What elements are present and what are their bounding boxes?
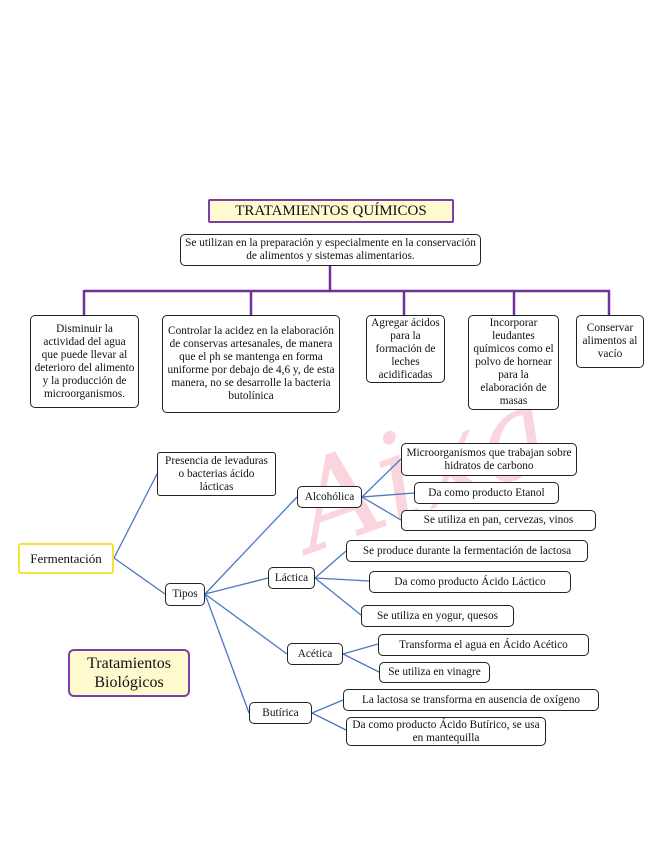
connector-but-2 bbox=[311, 712, 347, 731]
lactica-detail-2-text: Da como producto Ácido Láctico bbox=[394, 575, 546, 588]
lactica-detail-3: Se utiliza en yogur, quesos bbox=[361, 605, 514, 627]
connector-alc-2 bbox=[361, 492, 415, 498]
type-alcoholica: Alcohólica bbox=[297, 486, 362, 508]
fermentation-text: Fermentación bbox=[30, 550, 102, 566]
biological-title-text: Tratamientos Biológicos bbox=[87, 655, 171, 691]
purpose-node-4: Incorporar leudantes químicos como el po… bbox=[468, 315, 559, 410]
acetica-detail-1-text: Transforma el agua en Ácido Acético bbox=[399, 638, 568, 651]
lactica-detail-1-text: Se produce durante la fermentación de la… bbox=[362, 544, 572, 557]
main-title: TRATAMIENTOS QUÍMICOS bbox=[208, 199, 454, 223]
acetica-detail-2: Se utiliza en vinagre bbox=[379, 662, 490, 683]
type-lactica: Láctica bbox=[268, 567, 315, 589]
butirica-detail-1: La lactosa se transforma en ausencia de … bbox=[343, 689, 599, 711]
connector-ferm-tipos bbox=[113, 557, 166, 595]
purpose-node-3: Agregar ácidos para la formación de lech… bbox=[366, 315, 445, 383]
connector-tipos-butirica bbox=[204, 593, 250, 714]
connector-alc-3 bbox=[361, 496, 402, 521]
butirica-detail-1-text: La lactosa se transforma en ausencia de … bbox=[361, 693, 580, 706]
lactica-detail-3-text: Se utiliza en yogur, quesos bbox=[377, 609, 498, 622]
connector-tipos-acetica bbox=[204, 593, 288, 655]
purpose-text-5: Conservar alimentos al vacío bbox=[582, 322, 638, 360]
tipos-node: Tipos bbox=[165, 583, 205, 606]
alcoholica-detail-2: Da como producto Etanol bbox=[414, 482, 559, 504]
type-acetica: Acética bbox=[287, 643, 343, 665]
butirica-detail-2: Da como producto Ácido Butírico, se usa … bbox=[346, 717, 546, 746]
purpose-text-1: Disminuir la actividad del agua que pued… bbox=[34, 322, 135, 400]
alcoholica-detail-2-text: Da como producto Etanol bbox=[428, 486, 545, 499]
main-title-text: TRATAMIENTOS QUÍMICOS bbox=[235, 202, 427, 219]
connector-ace-2 bbox=[342, 653, 380, 673]
alcoholica-detail-3-text: Se utiliza en pan, cervezas, vinos bbox=[423, 514, 574, 526]
purpose-node-5: Conservar alimentos al vacío bbox=[576, 315, 644, 368]
presence-text: Presencia de levaduras o bacterias ácido… bbox=[165, 454, 268, 493]
connector-alc-1 bbox=[361, 458, 402, 498]
acetica-detail-1: Transforma el agua en Ácido Acético bbox=[378, 634, 589, 656]
connector-lac-2 bbox=[314, 577, 370, 582]
alcoholica-detail-1-text: Microorganismos que trabajan sobre hidra… bbox=[406, 446, 572, 472]
purpose-node-1: Disminuir la actividad del agua que pued… bbox=[30, 315, 139, 408]
butirica-detail-2-text: Da como producto Ácido Butírico, se usa … bbox=[352, 718, 540, 744]
purpose-text-2: Controlar la acidez en la elaboración de… bbox=[167, 325, 335, 402]
type-acetica-text: Acética bbox=[297, 647, 333, 660]
type-alcoholica-text: Alcohólica bbox=[304, 490, 355, 503]
type-butirica: Butírica bbox=[249, 702, 312, 724]
connector-tipos-alcoholica bbox=[204, 496, 298, 595]
purpose-text-3: Agregar ácidos para la formación de lech… bbox=[371, 316, 440, 381]
intro-text: Se utilizan en la preparación y especial… bbox=[185, 237, 476, 262]
type-butirica-text: Butírica bbox=[262, 706, 299, 719]
connector-lac-3 bbox=[314, 577, 362, 616]
connector-lac-1 bbox=[314, 550, 347, 579]
connector-but-1 bbox=[311, 699, 344, 714]
purpose-text-4: Incorporar leudantes químicos como el po… bbox=[473, 317, 554, 407]
lactica-detail-2: Da como producto Ácido Láctico bbox=[369, 571, 571, 593]
fermentation-node: Fermentación bbox=[18, 543, 114, 574]
presence-node: Presencia de levaduras o bacterias ácido… bbox=[157, 452, 276, 496]
acetica-detail-2-text: Se utiliza en vinagre bbox=[388, 666, 481, 678]
alcoholica-detail-1: Microorganismos que trabajan sobre hidra… bbox=[401, 443, 577, 476]
biological-title: Tratamientos Biológicos bbox=[68, 649, 190, 697]
lactica-detail-1: Se produce durante la fermentación de la… bbox=[346, 540, 588, 562]
connector-ferm-presence bbox=[113, 473, 158, 559]
connector-tipos-lactica bbox=[204, 577, 269, 595]
alcoholica-detail-3: Se utiliza en pan, cervezas, vinos bbox=[401, 510, 596, 531]
connector-ace-1 bbox=[342, 643, 379, 655]
intro-node: Se utilizan en la preparación y especial… bbox=[180, 234, 481, 266]
type-lactica-text: Láctica bbox=[274, 571, 309, 584]
tipos-text: Tipos bbox=[172, 588, 198, 600]
purpose-node-2: Controlar la acidez en la elaboración de… bbox=[162, 315, 340, 413]
